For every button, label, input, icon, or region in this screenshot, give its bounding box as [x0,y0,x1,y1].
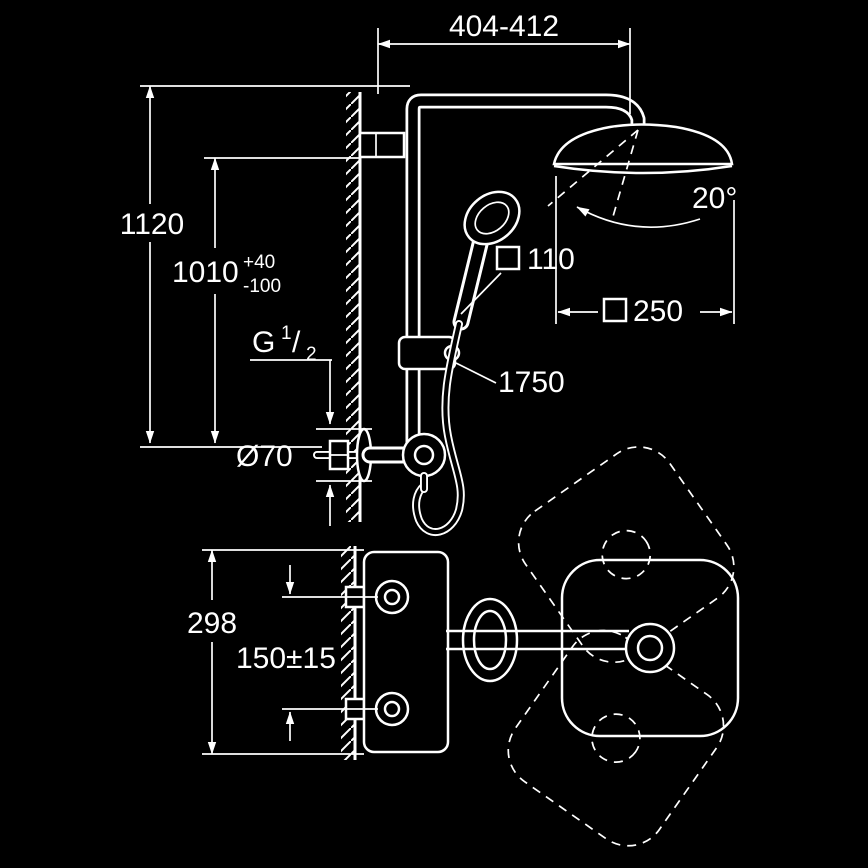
dim-label-overall-height: 1120 [120,208,185,241]
plan-thermostat-body [344,550,450,754]
shower-hose [412,320,465,536]
dim-label-thread-denominator: 2 [306,344,317,365]
wall-lower [341,546,357,760]
dim-label-adjust-height: 1010 [172,256,239,289]
head-tilt-range [547,129,639,221]
dim-escutcheon-diameter: Ø70 [236,428,372,526]
dim-hose-length: 1750 [455,362,565,399]
dim-top-width: 404-412 [377,10,631,114]
plan-swivel-arm [446,629,629,651]
plan-head-shower [560,558,740,738]
valve-body [361,432,447,493]
dim-label-adjust-height-plus: +40 [243,252,275,273]
dim-overall-height: 1120 [120,85,410,448]
dim-head-shower-size: 250 [555,176,735,328]
dim-label-thread-slash: / [292,326,301,359]
dim-label-adjust-height-minus: -100 [243,276,281,297]
dim-depth: 298 [187,549,364,755]
dim-label-escutcheon-diameter: Ø70 [236,440,293,473]
head-shower [552,123,734,175]
dim-thread: G 1 / 2 [250,323,335,425]
dim-label-thread-prefix: G [252,326,275,359]
head-swivel-position-upper [517,446,735,664]
dim-hand-shower-size: 110 [460,243,575,315]
dim-tilt-angle: 20° [576,182,737,228]
wall-bracket [358,131,406,159]
dim-label-head-shower-size: 250 [633,295,683,328]
plan-pivot-joint [461,597,519,683]
dim-adjust-height: 1010 +40 -100 [172,157,360,444]
dim-label-hand-shower-size: 110 [527,243,575,276]
dim-label-tilt-angle: 20° [692,182,737,215]
dim-label-thread-numerator: 1 [281,323,292,344]
head-swivel-position-lower [507,629,725,847]
hand-shower [452,190,521,331]
dim-label-top-width: 404-412 [449,10,559,43]
dim-label-supply-spacing: 150±15 [236,642,336,675]
dim-label-depth: 298 [187,607,237,640]
riser-pipe [405,93,646,458]
dim-label-hose-length: 1750 [498,366,565,399]
dim-supply-spacing: 150±15 [236,565,378,741]
